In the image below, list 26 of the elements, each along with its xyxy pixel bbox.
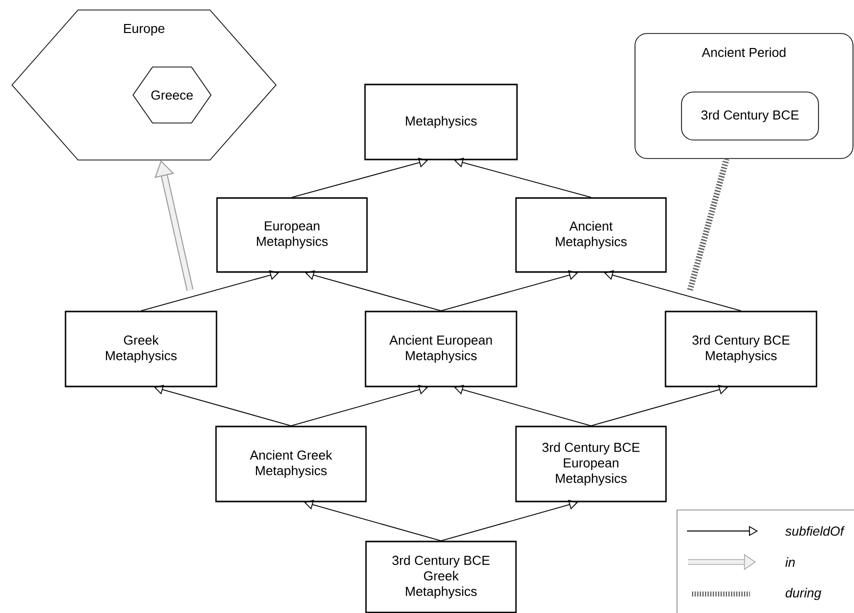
arrow — [140, 270, 279, 312]
region-hexagon: Greece — [132, 66, 212, 124]
period-box: 3rd Century BCE — [681, 92, 819, 140]
arrow — [454, 158, 592, 198]
arrow — [305, 270, 442, 312]
legend-label: subfieldOf — [785, 526, 845, 536]
arrow — [154, 384, 292, 426]
legend-label: during — [786, 588, 822, 600]
arrow — [454, 384, 592, 426]
concept-box: Ancient Greek Metaphysics — [215, 426, 367, 502]
concept-box: Ancient European Metaphysics — [364, 310, 518, 388]
arrow — [304, 500, 442, 542]
arrow — [292, 158, 428, 198]
concept-box: 3rd Century BCE Metaphysics — [664, 310, 818, 388]
concept-box: Ancient Metaphysics — [515, 197, 667, 273]
legend-label: in — [785, 557, 795, 567]
arrow — [440, 500, 578, 542]
arrow — [590, 384, 728, 426]
concept-box: 3rd Century BCE Greek Metaphysics — [365, 540, 517, 613]
concept-box: Greek Metaphysics — [64, 310, 218, 388]
concept-box: Metaphysics — [364, 84, 518, 160]
arrow — [290, 384, 428, 426]
concept-box: 3rd Century BCE European Metaphysics — [515, 426, 667, 502]
concept-box: European Metaphysics — [216, 197, 368, 273]
arrow — [604, 270, 742, 312]
arrow — [440, 270, 578, 312]
